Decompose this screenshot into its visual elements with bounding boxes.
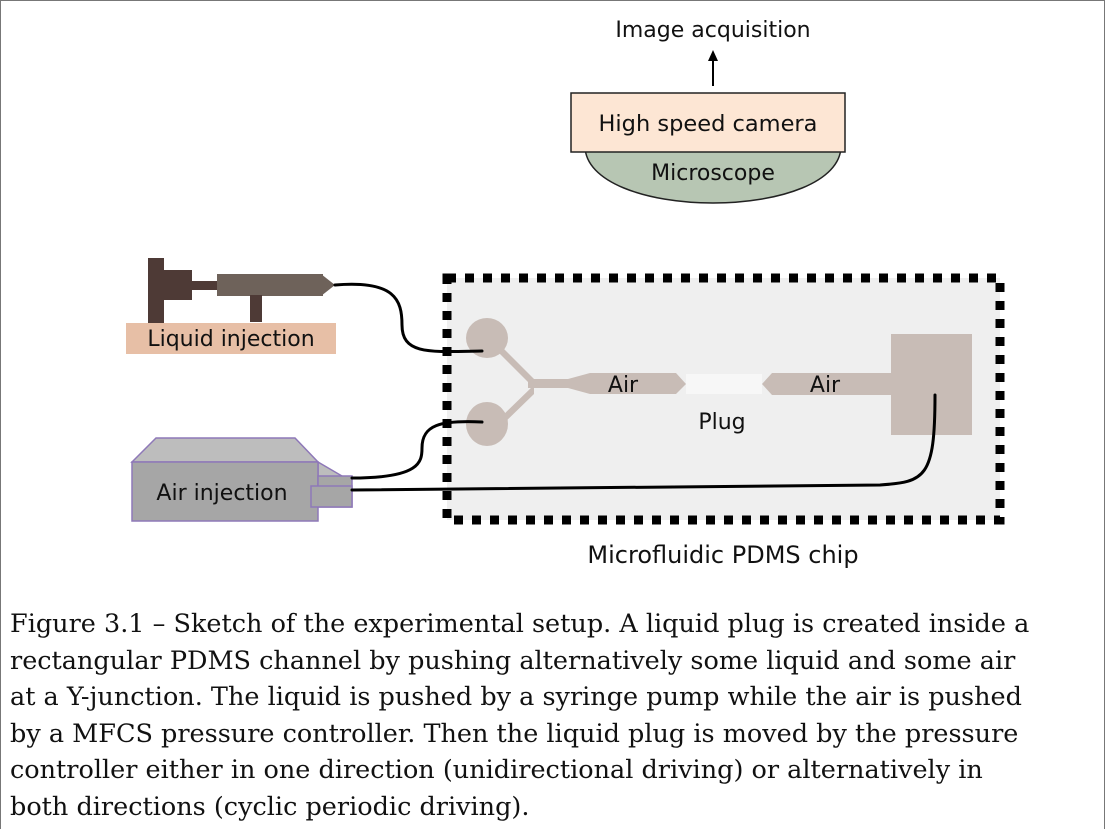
outlet-reservoir	[891, 334, 972, 435]
liquid-tube	[333, 282, 484, 354]
y-junction-lower-arm	[498, 385, 534, 429]
image-acquisition-label: Image acquisition	[615, 18, 810, 43]
camera-label: High speed camera	[599, 111, 818, 137]
caption-line: controller either in one direction (unid…	[10, 755, 983, 785]
camera-box	[570, 92, 846, 153]
liquid-plug	[686, 374, 762, 394]
air-injection-label: Air injection	[156, 481, 287, 506]
chip-label: Microfluidic PDMS chip	[587, 541, 858, 569]
air-right-label: Air	[810, 373, 841, 398]
air-left-label: Air	[608, 373, 639, 398]
air-inlet-reservoir	[466, 402, 508, 446]
caption-line: Figure 3.1 – Sketch of the experimental …	[10, 609, 1030, 639]
y-junction-upper-arm	[498, 343, 534, 388]
air-segment-left	[568, 373, 686, 394]
tubing	[333, 282, 937, 492]
syringe-pump-icon	[148, 258, 335, 324]
air-tube-inlet	[350, 420, 484, 480]
microscope-label: Microscope	[651, 161, 775, 186]
caption-line: both directions (cyclic periodic driving…	[10, 791, 530, 822]
liquid-injection-label: Liquid injection	[147, 327, 314, 352]
air-segment-right	[762, 373, 893, 395]
pressure-controller-icon	[130, 437, 353, 522]
acquisition-arrow	[708, 50, 718, 86]
microscope-shape	[584, 145, 842, 204]
liquid-injection-label-bg	[126, 323, 336, 354]
plug-label: Plug	[698, 410, 745, 435]
microfluidic-channel	[466, 318, 972, 446]
air-tube-outlet	[350, 393, 937, 492]
caption-line: at a Y-junction. The liquid is pushed by…	[10, 682, 1022, 712]
setup-sketch: Image acquisition Microscope High speed …	[126, 18, 1005, 569]
figure-caption: Figure 3.1 – Sketch of the experimental …	[10, 606, 1105, 825]
caption-line: by a MFCS pressure controller. Then the …	[10, 718, 1019, 749]
caption-line: rectangular PDMS channel by pushing alte…	[10, 645, 1016, 676]
liquid-inlet-reservoir	[466, 318, 508, 358]
